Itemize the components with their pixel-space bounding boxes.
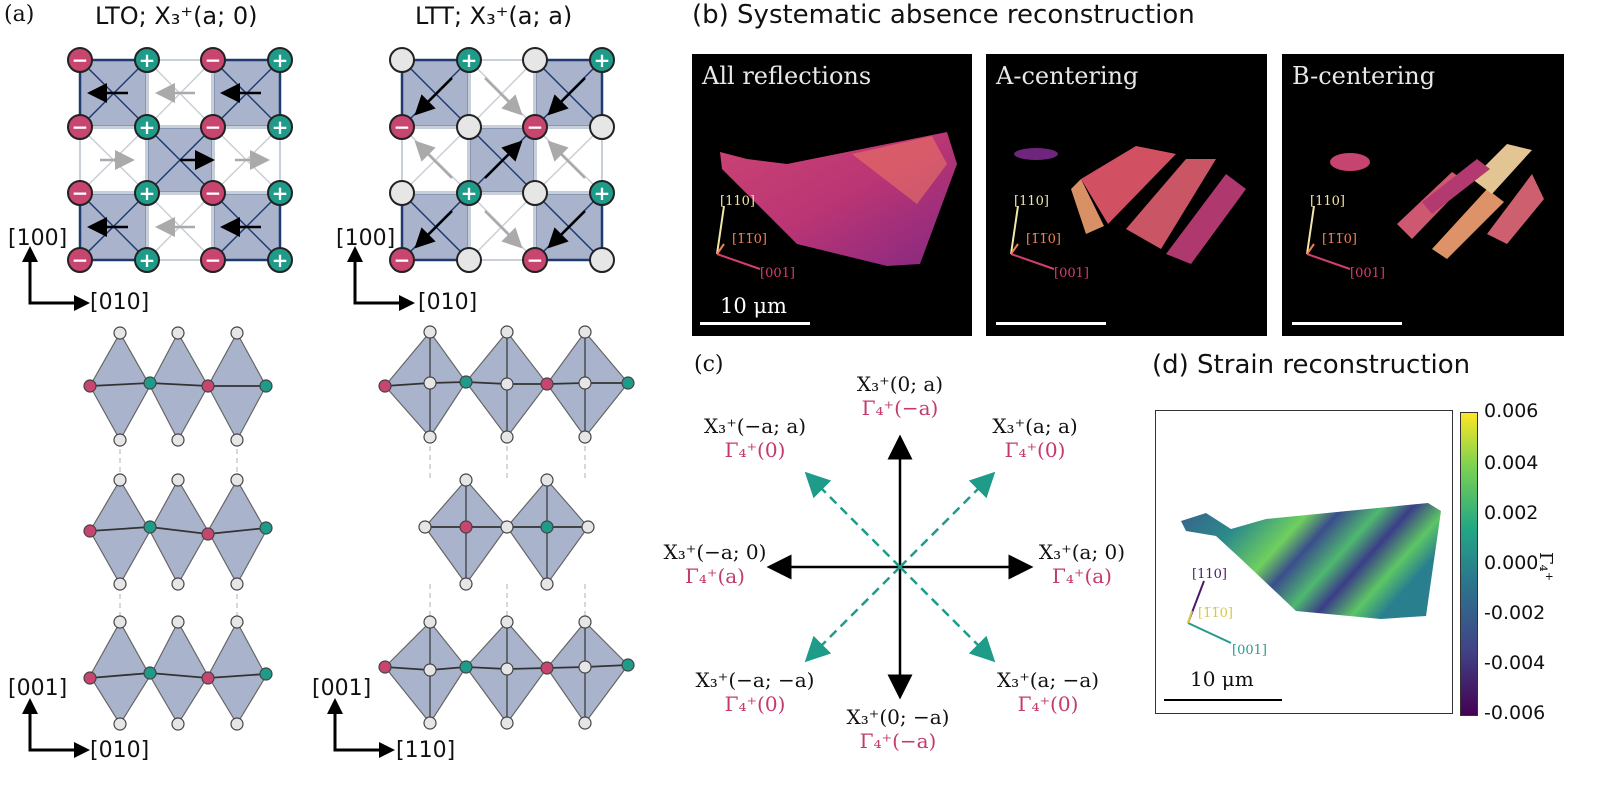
colorbar-label: Γ₄⁺ [1535,552,1556,582]
svg-text:+: + [139,181,156,205]
svg-text:−: − [527,115,544,139]
lto-title: LTO; X₃⁺(a; 0) [95,2,258,30]
scale-bar [1164,699,1282,701]
lto-side-view [83,326,273,731]
svg-text:−: − [394,248,411,272]
point-a-minus-a: X₃⁺(a; −a)Γ₄⁺(0) [996,668,1100,716]
svg-text:−: − [205,48,222,72]
panel-c-arrows [766,434,1034,700]
panel-a-label: (a) [4,2,35,27]
lto-side-axis-right: [010] [90,738,150,763]
lto-top-grid [78,58,282,262]
svg-text:−: − [72,115,89,139]
panel-c-label: (c) [694,352,724,377]
svg-text:+: + [594,48,611,72]
colorbar [1460,412,1478,716]
point-minus-a-minus-a: X₃⁺(−a; −a)Γ₄⁺(0) [695,668,815,716]
ltt-side-axis-up: [001] [312,676,372,701]
axis-001-label: [001] [1054,266,1089,281]
cb-tick-2: 0.002 [1484,502,1539,524]
ltt-title: LTT; X₃⁺(a; a) [415,2,573,30]
svg-text:+: + [461,181,478,205]
scale-bar [1292,322,1402,325]
axis-001-label: [001] [760,266,795,281]
point-0-minus-a: X₃⁺(0; −a)Γ₄⁺(−a) [846,705,950,753]
svg-text:−: − [205,115,222,139]
lto-side-axis-up: [001] [8,676,68,701]
svg-text:+: + [139,248,156,272]
svg-text:−: − [72,181,89,205]
cb-tick-4: -0.002 [1484,602,1546,624]
cb-tick-6: -0.006 [1484,702,1546,724]
svg-text:+: + [272,248,289,272]
cb-tick-5: -0.004 [1484,652,1546,674]
svg-text:+: + [461,48,478,72]
panel-d-title: (d) Strain reconstruction [1152,350,1471,380]
point-a-0: X₃⁺(a; 0)Γ₄⁺(a) [1038,540,1126,588]
panel-a-diagram: − + − + − + − + − + − + − + − + [22,47,635,758]
svg-text:−: − [205,248,222,272]
ltt-side-axis-right: [110] [396,738,456,763]
svg-text:−: − [394,115,411,139]
cb-tick-0: 0.006 [1484,400,1539,422]
axis-001-label: [001] [1350,266,1385,281]
svg-text:−: − [72,248,89,272]
image-label-all: All reflections [702,62,872,90]
ltt-atoms: + + − − + + − − [389,47,615,273]
scale-bar-label: 10 μm [720,294,787,318]
svg-text:+: + [272,181,289,205]
cb-tick-3: 0.000 [1484,552,1539,574]
point-minus-a-a: X₃⁺(−a; a)Γ₄⁺(0) [703,414,807,462]
ltt-side-view [378,325,635,730]
axis-1bar10-label: [1̅1̅0] [1026,232,1061,247]
image-label-b-centering: B-centering [1292,62,1436,90]
scale-bar-label: 10 μm [1190,667,1254,691]
point-0-a: X₃⁺(0; a)Γ₄⁺(−a) [856,372,944,420]
lto-axis-up: [100] [8,226,68,251]
point-minus-a-0: X₃⁺(−a; 0)Γ₄⁺(a) [663,540,767,588]
top-axis-arrows [28,258,403,752]
image-b-centering: B-centering [110] [1̅1̅0] [001] [1282,54,1564,336]
axis-1bar10-label: [1̅1̅0] [1198,606,1233,621]
image-a-centering: A-centering [110] [1̅1̅0] [001] [986,54,1267,336]
panel-b-title: (b) Systematic absence reconstruction [692,0,1195,30]
strain-map: [110] [1̅1̅0] [001] 10 μm [1155,410,1453,714]
svg-text:−: − [72,48,89,72]
axis-110-label: [110] [720,194,755,209]
lto-atoms: − + − + − + − + − + − + − + − + [67,47,293,273]
svg-text:+: + [594,181,611,205]
axis-110-label: [110] [1310,194,1345,209]
axis-001-label: [001] [1232,643,1267,658]
scale-bar [700,322,810,325]
ltt-top-grid [400,58,604,262]
svg-text:+: + [272,115,289,139]
scale-bar [996,322,1106,325]
svg-text:+: + [272,48,289,72]
svg-text:−: − [205,181,222,205]
axis-110-label: [110] [1192,567,1227,582]
image-label-a-centering: A-centering [996,62,1139,90]
axis-110-label: [110] [1014,194,1049,209]
point-a-a: X₃⁺(a; a)Γ₄⁺(0) [992,414,1078,462]
axis-1bar10-label: [1̅1̅0] [1322,232,1357,247]
ltt-axis-up: [100] [336,226,396,251]
svg-text:−: − [527,248,544,272]
axis-1bar10-label: [1̅1̅0] [732,232,767,247]
image-all-reflections: All reflections [110] [1̅1̅0] [001] 10 μ… [692,54,972,336]
svg-text:+: + [139,115,156,139]
lto-axis-right: [010] [90,290,150,315]
svg-text:+: + [139,48,156,72]
cb-tick-1: 0.004 [1484,452,1539,474]
ltt-axis-right: [010] [418,290,478,315]
